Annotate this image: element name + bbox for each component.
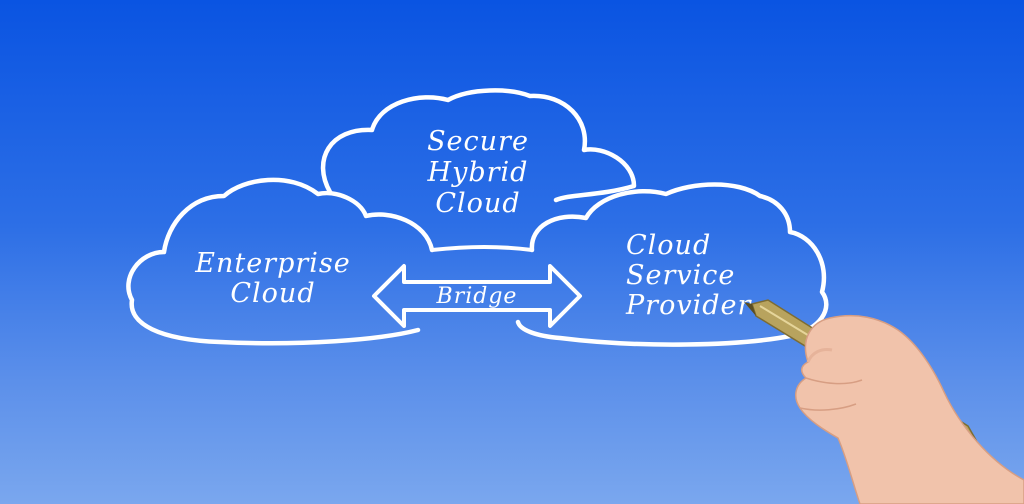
right-cloud-outline	[515, 182, 829, 347]
top-cloud	[320, 88, 637, 252]
hand-with-pen	[744, 299, 1024, 504]
left-cloud	[126, 177, 435, 346]
bridge-label: Bridge	[436, 284, 518, 309]
left-cloud-outline	[126, 177, 435, 346]
top-cloud-line-1: Secure	[427, 126, 529, 157]
hand	[794, 314, 1024, 504]
right-cloud	[515, 182, 829, 347]
right-cloud-line-3: Provider	[625, 290, 752, 321]
left-cloud-line-1: Enterprise	[194, 248, 351, 279]
right-cloud-line-1: Cloud	[626, 230, 711, 261]
bridge-arrow-outline	[372, 264, 582, 328]
bridge-arrow	[372, 264, 582, 328]
top-cloud-line-3: Cloud	[435, 188, 520, 219]
right-cloud-line-2: Service	[626, 260, 735, 291]
top-cloud-underside	[430, 245, 534, 252]
left-cloud-line-2: Cloud	[230, 278, 315, 309]
top-cloud-line-2: Hybrid	[427, 157, 529, 188]
top-cloud-outline	[320, 88, 637, 203]
